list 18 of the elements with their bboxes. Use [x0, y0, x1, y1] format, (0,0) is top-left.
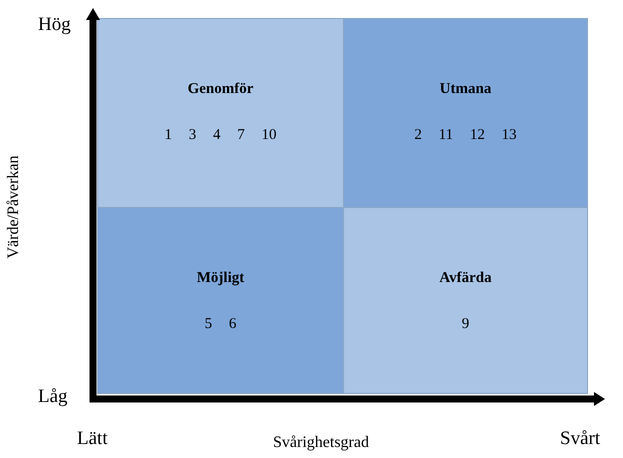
- quadrant-box: [343, 207, 588, 394]
- quadrant-title: Genomför: [188, 81, 254, 98]
- quadrant-box: [97, 18, 344, 208]
- axis-title: Svårighetsgrad: [273, 434, 369, 452]
- quadrant-title: Utmana: [440, 81, 492, 98]
- item-numbers: 2 11 12 13: [414, 127, 517, 144]
- quadrant-box: [343, 18, 588, 208]
- quadrant-title: Avfärda: [439, 270, 492, 287]
- item-numbers: 9: [462, 316, 470, 333]
- item-numbers: 1 3 4 7 10: [164, 127, 276, 144]
- item-numbers: 5 6: [204, 316, 236, 333]
- quadrant-box: [97, 207, 344, 394]
- axis-label: Lätt: [77, 428, 108, 450]
- quadrant-title: Möjligt: [196, 270, 244, 287]
- axis-label: Hög: [38, 14, 71, 36]
- axis-title: Värde/Påverkan: [5, 155, 23, 259]
- axis-label: Svårt: [560, 428, 600, 450]
- axis-label: Låg: [38, 386, 68, 408]
